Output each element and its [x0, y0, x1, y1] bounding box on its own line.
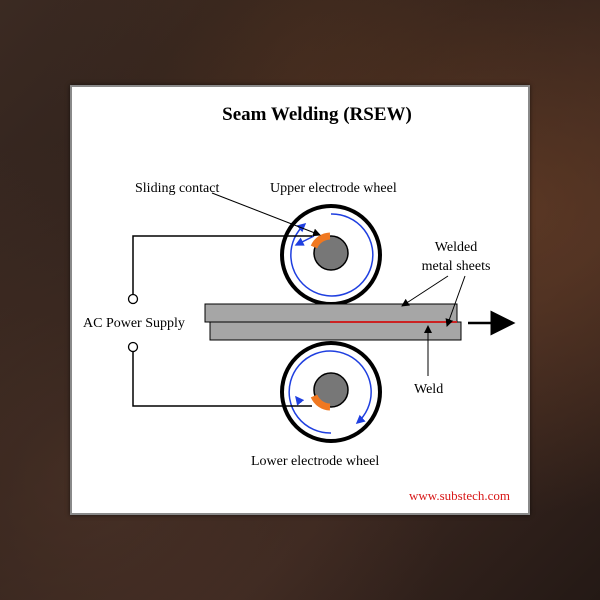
- terminal-lower: [127, 341, 139, 353]
- upper-electrode-wheel: [280, 204, 382, 306]
- label-weld: Weld: [414, 382, 443, 397]
- lower-electrode-wheel: [280, 341, 382, 443]
- upper-sliding-contact: [310, 232, 331, 249]
- source-url: www.substech.com: [409, 488, 510, 503]
- sliding-contact-leader: [211, 192, 321, 237]
- metal-sheets: [204, 303, 462, 341]
- diagram-panel: [70, 85, 530, 515]
- label-upper-electrode-wheel: Upper electrode wheel: [270, 181, 397, 196]
- diagram-title: Seam Welding (RSEW): [222, 104, 412, 125]
- label-ac-power-supply: AC Power Supply: [83, 316, 185, 331]
- welded-sheets-leader-2: [445, 275, 466, 327]
- label-lower-electrode-wheel: Lower electrode wheel: [251, 454, 379, 469]
- lower-sliding-contact: [310, 394, 331, 411]
- label-sliding-contact: Sliding contact: [135, 181, 219, 196]
- terminal-upper: [127, 293, 139, 305]
- circuit-wires: [132, 235, 312, 407]
- label-welded: Welded: [435, 240, 477, 255]
- label-metal-sheets: metal sheets: [422, 259, 491, 274]
- welded-sheets-leader-1: [401, 275, 449, 307]
